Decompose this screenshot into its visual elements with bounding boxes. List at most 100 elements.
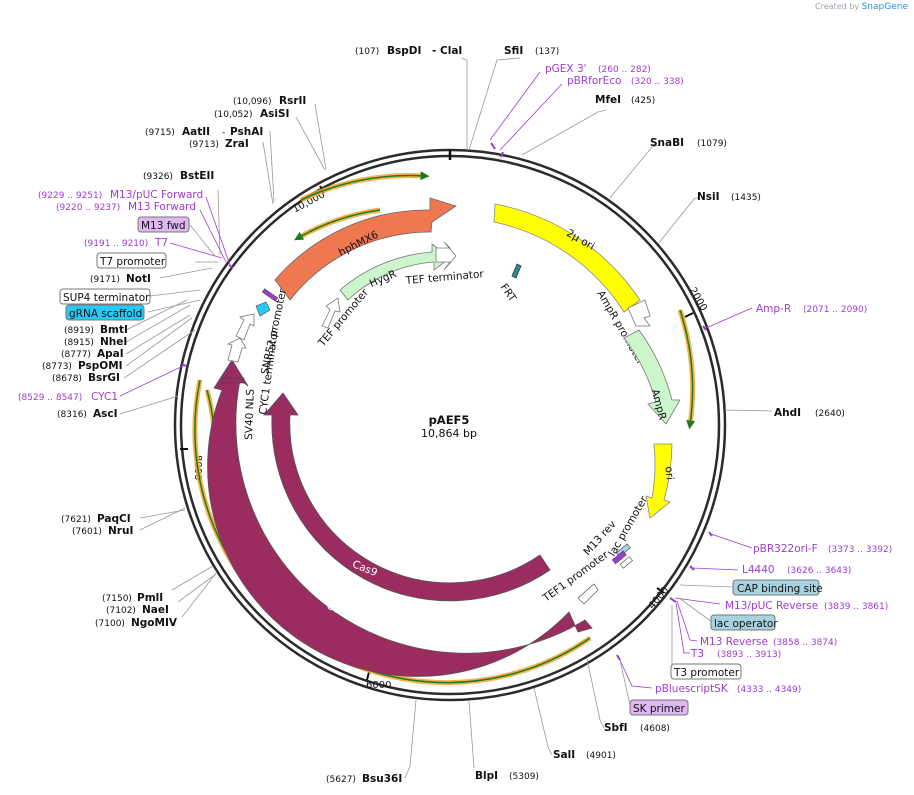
t7-label: T7 <box>154 237 168 249</box>
hphmx6-arrow <box>274 197 457 301</box>
sbfi-pos: (4608) <box>640 724 670 734</box>
noti-label: NotI <box>126 273 151 285</box>
sup4-text: SUP4 terminator <box>63 292 150 304</box>
pgex3-pos: (260 .. 282) <box>598 65 651 75</box>
mfei-label: MfeI <box>595 94 621 106</box>
l4440-label: L4440 <box>742 564 775 576</box>
pbrforeco-pos: (320 .. 338) <box>631 77 684 87</box>
bmti-pos: (8919) <box>64 326 94 336</box>
pshai-dash: - <box>222 128 225 138</box>
m13-fwd-text: M13 fwd <box>141 220 186 232</box>
t7-pos: (9191 .. 9210) <box>84 239 148 249</box>
ngomiv-label: NgoMIV <box>131 617 178 629</box>
sk-primer-box <box>629 699 689 716</box>
t3-pos: (3893 .. 3913) <box>717 650 781 660</box>
pbr322-label: pBR322ori-F <box>753 543 818 555</box>
m13puc-rev-label: M13/pUC Reverse <box>725 600 818 612</box>
snapgene-brand: Created by SnapGene <box>815 2 908 12</box>
frt-label: FRT <box>498 282 519 305</box>
m13puc-fwd-label: M13/pUC Forward <box>110 189 203 201</box>
cas9-inner-arrow <box>263 392 551 602</box>
lac-operator-text: lac operator <box>714 618 778 630</box>
m13fwd-long-label: M13 Forward <box>128 201 196 213</box>
bmti-label: BmtI <box>100 324 128 336</box>
site-leaders <box>119 57 773 779</box>
tef-terminator-arrow <box>435 241 457 271</box>
asisi-label: AsiSI <box>260 108 289 120</box>
primer-leaders <box>119 71 753 689</box>
m13rev-pos: (3858 .. 3874) <box>773 638 837 648</box>
nsii-label: NsiI <box>697 191 720 203</box>
pspomi-label: PspOMI <box>78 360 123 372</box>
sv40-glyph <box>221 377 245 384</box>
ori-arrow <box>645 443 673 519</box>
plasmid-name: pAEF5 <box>429 413 470 427</box>
rsrii-label: RsrII <box>279 95 306 107</box>
pgex3-label: pGEX 3' <box>545 63 587 75</box>
apai-pos: (8777) <box>61 350 91 360</box>
cap-binding-text: CAP binding site <box>737 583 823 595</box>
tef-promoter-label: TEF promoter <box>315 286 371 350</box>
m13puc-fwd-pos: (9229 .. 9251) <box>38 191 102 201</box>
aatii-label: AatII <box>182 126 210 138</box>
brand-prefix: Created by <box>815 2 860 11</box>
sup4-box <box>59 288 151 305</box>
blpi-pos: (5309) <box>509 772 539 782</box>
ampr-primer-label: Amp-R <box>756 303 791 315</box>
rsrii-pos: (10,096) <box>233 97 272 107</box>
pspomi-pos: (8773) <box>42 362 72 372</box>
m13puc-rev-pos: (3839 .. 3861) <box>824 602 888 612</box>
m13rev-label: M13 Reverse <box>700 636 768 648</box>
grna-box <box>65 304 145 321</box>
sali-pos: (4901) <box>586 751 616 761</box>
orf-ampr <box>677 309 696 430</box>
sfii-label: SfiI <box>504 45 523 57</box>
box-leaders <box>147 224 734 706</box>
ahdi-pos: (2640) <box>815 409 845 419</box>
l4440-pos: (3626 .. 3643) <box>787 566 851 576</box>
nhei-pos: (8915) <box>64 338 94 348</box>
nrui-pos: (7601) <box>72 527 102 537</box>
nhei-label: NheI <box>100 336 127 348</box>
sk-primer-text: SK primer <box>633 703 685 715</box>
nrui-label: NruI <box>108 525 133 537</box>
sv40-label: SV40 NLS <box>243 388 257 440</box>
bsu36i-label: Bsu36I <box>362 773 402 785</box>
pbr322-pos: (3373 .. 3392) <box>828 545 892 555</box>
t3-promoter-text: T3 promoter <box>673 667 740 679</box>
hygr-arrow <box>339 243 451 301</box>
tick-2000: 2000 <box>687 286 709 314</box>
asci-label: AscI <box>93 408 118 420</box>
bspdi-pos: (107) <box>355 47 379 57</box>
orf-inner-hph <box>294 207 381 241</box>
cyc1-pos: (8529 .. 8547) <box>18 393 82 403</box>
lac-operator-box <box>710 614 776 631</box>
pmli-label: PmlI <box>137 592 163 604</box>
tick-4000: 4000 <box>647 585 672 612</box>
apai-label: ApaI <box>97 348 124 360</box>
sali-label: SalI <box>553 749 575 761</box>
snabi-pos: (1079) <box>697 139 727 149</box>
noti-pos: (9171) <box>90 275 120 285</box>
bspdi-label: BspDI <box>387 45 421 57</box>
cyc1-terminator-arrow <box>226 337 247 363</box>
pbluescript-pos: (4333 .. 4349) <box>737 685 801 695</box>
lac-region-glyphs <box>577 543 633 605</box>
cyc1-label: CYC1 <box>91 391 118 403</box>
paqci-pos: (7621) <box>61 515 91 525</box>
mfei-pos: (425) <box>631 96 655 106</box>
zrai-pos: (9713) <box>189 140 219 150</box>
cap-binding-box <box>732 579 820 596</box>
zrai-label: ZraI <box>225 138 249 150</box>
tef-promoter-arrow <box>321 297 341 329</box>
tef-terminator-label: TEF terminator <box>404 268 485 287</box>
asci-pos: (8316) <box>57 410 87 420</box>
asisi-pos: (10,052) <box>214 110 253 120</box>
ahdi-label: AhdI <box>774 407 801 419</box>
pbluescript-label: pBluescriptSK <box>655 683 729 695</box>
t3-promoter-box <box>670 663 742 680</box>
ampr-gene-arrow <box>623 329 681 425</box>
brand-name: SnapGene <box>861 2 908 12</box>
tef1-promoter-label: TEF1 promoter <box>540 549 611 605</box>
